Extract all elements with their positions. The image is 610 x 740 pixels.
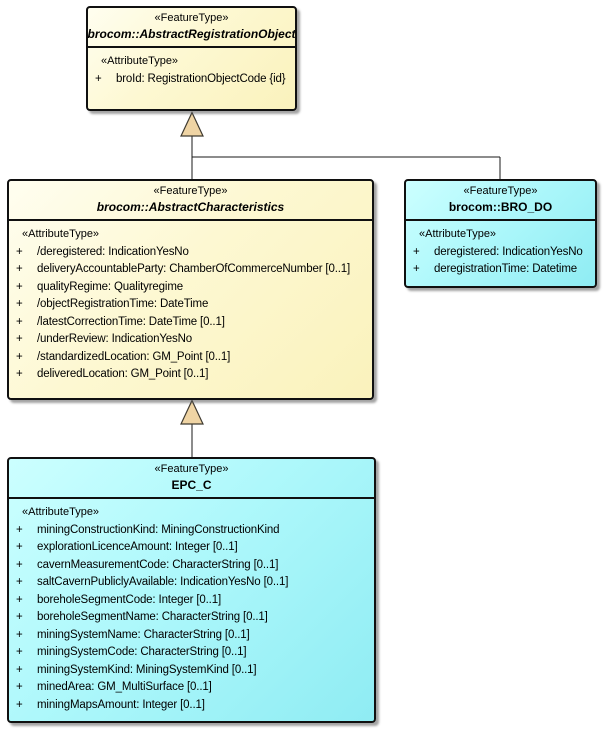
attribute-row: + /deregistered: IndicationYesNo	[9, 244, 370, 262]
attribute-text: explorationLicenceAmount: Integer [0..1]	[37, 541, 238, 553]
attribute-stereotype: «AttributeType»	[419, 228, 497, 240]
attribute-text: /latestCorrectionTime: DateTime [0..1]	[37, 315, 225, 328]
class-attributes: «AttributeType» + broId: RegistrationObj…	[88, 48, 295, 109]
attribute-text: miningMapsAmount: Integer [0..1]	[37, 698, 205, 711]
attribute-visibility: +	[95, 72, 102, 85]
class-header: «FeatureType» brocom::AbstractCharacteri…	[9, 181, 372, 221]
attribute-row: + deliveredLocation: GM_Point [0..1]	[9, 366, 370, 384]
attribute-visibility: +	[16, 541, 23, 553]
class-header: «FeatureType» brocom::AbstractRegistrati…	[87, 8, 296, 48]
class-attributes: «AttributeType» + deregistered: Indicati…	[406, 221, 595, 286]
attribute-row: + deregistrationTime: Datetime	[406, 261, 593, 279]
attribute-row: + cavernMeasurementCode: CharacterString…	[9, 557, 372, 575]
attribute-visibility: +	[16, 611, 23, 623]
attribute-row: + /underReview: IndicationYesNo	[9, 331, 370, 349]
attribute-visibility: +	[16, 576, 23, 588]
attribute-visibility: +	[16, 333, 23, 345]
class-attributes: «AttributeType» + /deregistered: Indicat…	[9, 221, 372, 398]
class-box-bro-do[interactable]: «FeatureType» brocom::BRO_DO «AttributeT…	[404, 179, 597, 288]
attribute-text: cavernMeasurementCode: CharacterString […	[37, 558, 279, 571]
attribute-visibility: +	[16, 350, 23, 363]
attribute-visibility: +	[16, 646, 23, 658]
attribute-text: /underReview: IndicationYesNo	[37, 333, 193, 345]
class-box-abstract-registration-object[interactable]: «FeatureType» brocom::AbstractRegistrati…	[86, 6, 297, 111]
attribute-row: + explorationLicenceAmount: Integer [0..…	[9, 539, 372, 557]
attribute-visibility: +	[16, 263, 23, 275]
attribute-stereotype: «AttributeType»	[22, 228, 100, 240]
attribute-row: + miningSystemCode: CharacterString [0..…	[9, 644, 372, 662]
attribute-text: miningSystemName: CharacterString [0..1]	[37, 628, 250, 641]
attribute-visibility: +	[16, 663, 23, 676]
attribute-visibility: +	[16, 298, 23, 310]
class-stereotype: «FeatureType»	[463, 185, 538, 197]
attribute-text: /deregistered: IndicationYesNo	[37, 245, 189, 258]
attribute-text: boreholeSegmentName: CharacterString [0.…	[37, 611, 268, 623]
attribute-visibility: +	[16, 315, 23, 328]
attribute-text: deregistered: IndicationYesNo	[434, 245, 583, 258]
attribute-visibility: +	[16, 280, 23, 293]
attribute-text: deliveredLocation: GM_Point [0..1]	[37, 368, 209, 380]
generalization-arrow-icon	[180, 111, 204, 137]
attribute-row: + qualityRegime: Qualityregime	[9, 279, 370, 297]
attribute-row: + broId: RegistrationObjectCode {id}	[88, 71, 293, 89]
attribute-visibility: +	[16, 681, 23, 693]
class-name: EPC_C	[171, 478, 212, 492]
attribute-row: + /objectRegistrationTime: DateTime	[9, 296, 370, 314]
attribute-visibility: +	[16, 523, 23, 536]
attribute-text: miningSystemKind: MiningSystemKind [0..1…	[37, 663, 257, 676]
attribute-row: + /latestCorrectionTime: DateTime [0..1]	[9, 314, 370, 332]
attribute-visibility: +	[413, 245, 420, 258]
generalization-arrow-icon	[180, 399, 204, 425]
attribute-row: + miningSystemName: CharacterString [0..…	[9, 627, 372, 645]
attribute-text: deliveryAccountableParty: ChamberOfComme…	[37, 263, 351, 275]
class-header: «FeatureType» EPC_C	[9, 459, 374, 499]
attribute-row: + minedArea: GM_MultiSurface [0..1]	[9, 679, 372, 697]
attribute-visibility: +	[16, 698, 23, 711]
attribute-row: + saltCavernPubliclyAvailable: Indicatio…	[9, 574, 372, 592]
attribute-stereotype: «AttributeType»	[101, 55, 179, 67]
attribute-text: broId: RegistrationObjectCode {id}	[116, 72, 286, 85]
attribute-text: miningConstructionKind: MiningConstructi…	[37, 523, 280, 536]
attribute-text: saltCavernPubliclyAvailable: IndicationY…	[37, 576, 289, 588]
class-name: brocom::AbstractRegistrationObject	[87, 27, 296, 41]
class-name: brocom::BRO_DO	[448, 200, 553, 214]
class-stereotype: «FeatureType»	[154, 463, 229, 475]
attribute-text: qualityRegime: Qualityregime	[37, 280, 184, 293]
attribute-text: /standardizedLocation: GM_Point [0..1]	[37, 350, 231, 363]
attribute-visibility: +	[16, 593, 23, 606]
attribute-text: boreholeSegmentCode: Integer [0..1]	[37, 593, 221, 606]
class-attributes: «AttributeType» + miningConstructionKind…	[9, 499, 374, 721]
class-stereotype: «FeatureType»	[153, 185, 228, 197]
attribute-row: + miningConstructionKind: MiningConstruc…	[9, 522, 372, 540]
attribute-stereotype: «AttributeType»	[22, 506, 100, 518]
class-name: brocom::AbstractCharacteristics	[96, 200, 285, 214]
attribute-row: + boreholeSegmentCode: Integer [0..1]	[9, 592, 372, 610]
attribute-visibility: +	[16, 368, 23, 380]
attribute-text: deregistrationTime: Datetime	[434, 263, 578, 275]
attribute-visibility: +	[16, 628, 23, 641]
class-box-epc-c[interactable]: «FeatureType» EPC_C «AttributeType» + mi…	[7, 457, 376, 723]
attribute-row: + miningMapsAmount: Integer [0..1]	[9, 697, 372, 715]
attribute-text: /objectRegistrationTime: DateTime	[37, 298, 209, 310]
attribute-visibility: +	[413, 263, 420, 275]
attribute-text: miningSystemCode: CharacterString [0..1]	[37, 646, 247, 658]
class-stereotype: «FeatureType»	[154, 12, 229, 24]
attribute-text: minedArea: GM_MultiSurface [0..1]	[37, 681, 212, 693]
attribute-row: + boreholeSegmentName: CharacterString […	[9, 609, 372, 627]
class-box-abstract-characteristics[interactable]: «FeatureType» brocom::AbstractCharacteri…	[7, 179, 374, 400]
attribute-row: + deregistered: IndicationYesNo	[406, 244, 593, 262]
attribute-row: + /standardizedLocation: GM_Point [0..1]	[9, 349, 370, 367]
attribute-visibility: +	[16, 245, 23, 258]
class-header: «FeatureType» brocom::BRO_DO	[406, 181, 595, 221]
attribute-row: + deliveryAccountableParty: ChamberOfCom…	[9, 261, 370, 279]
attribute-row: + miningSystemKind: MiningSystemKind [0.…	[9, 662, 372, 680]
attribute-visibility: +	[16, 558, 23, 571]
